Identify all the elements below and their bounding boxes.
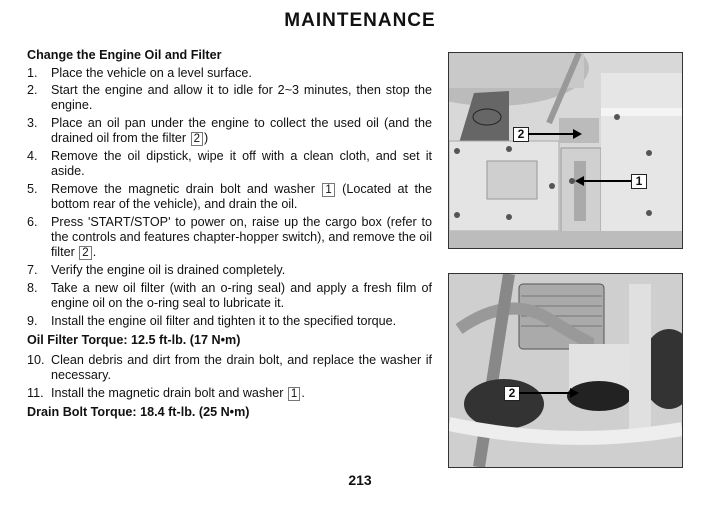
step-text: Install the engine oil filter and tighte…: [51, 314, 432, 329]
step-number: 5.: [27, 182, 38, 196]
step-text: Verify the engine oil is drained complet…: [51, 263, 432, 278]
figure-drain-bolt-location: 2 1: [448, 52, 683, 249]
step-text: Press 'START/STOP' to power on, raise up…: [51, 215, 432, 260]
step-item: 7. Verify the engine oil is drained compl…: [27, 263, 432, 278]
page-title: MAINTENANCE: [284, 10, 436, 31]
step-text-before: Clean debris and dirt from the drain bol…: [51, 353, 432, 382]
step-item: 4. Remove the oil dipstick, wipe it off w…: [27, 149, 432, 179]
callout-reference: 2: [190, 132, 203, 146]
step-text: Place the vehicle on a level surface.: [51, 66, 432, 81]
oil-filter-torque: Oil Filter Torque: 12.5 ft-lb. (17 N•m): [27, 333, 241, 347]
step-text-before: Press 'START/STOP' to power on, raise up…: [51, 215, 432, 259]
step-number: 3.: [27, 116, 38, 130]
callout-reference: 1: [287, 387, 301, 401]
section-heading: Change the Engine Oil and Filter: [27, 48, 222, 62]
step-number: 4.: [27, 149, 38, 163]
step-text-before: Remove the magnetic drain bolt and washe…: [51, 182, 322, 196]
step-item: 1. Place the vehicle on a level surface.: [27, 66, 432, 81]
drain-bolt-torque: Drain Bolt Torque: 18.4 ft-lb. (25 N•m): [27, 405, 250, 419]
step-item: 8. Take a new oil filter (with an o-ring …: [27, 281, 432, 311]
step-item: 10. Clean debris and dirt from the drain …: [27, 353, 432, 383]
step-text: Remove the oil dipstick, wipe it off wit…: [51, 149, 432, 179]
step-text-after: ): [204, 131, 209, 145]
step-text: Take a new oil filter (with an o-ring se…: [51, 281, 432, 311]
instructions-column: Change the Engine Oil and Filter 1. Place…: [27, 48, 432, 425]
step-item: 9. Install the engine oil filter and tigh…: [27, 314, 432, 329]
callout-2: 2: [504, 386, 520, 401]
step-text-before: Take a new oil filter (with an o-ring se…: [51, 281, 432, 310]
step-number: 10.: [27, 353, 45, 367]
step-text: Place an oil pan under the engine to col…: [51, 116, 432, 146]
step-text-before: Verify the engine oil is drained complet…: [51, 263, 286, 277]
step-text-before: Place the vehicle on a level surface.: [51, 66, 252, 80]
step-text-after: .: [301, 386, 305, 400]
undercarriage-illustration: [449, 53, 682, 248]
step-item: 5. Remove the magnetic drain bolt and was…: [27, 182, 432, 212]
step-text: Start the engine and allow it to idle fo…: [51, 83, 432, 113]
step-number: 8.: [27, 281, 38, 295]
step-text-after: (Located at the bottom rear of the vehic…: [51, 182, 432, 211]
step-item: 3. Place an oil pan under the engine to c…: [27, 116, 432, 146]
step-text-before: Install the engine oil filter and tighte…: [51, 314, 397, 328]
arrow-right-icon: [528, 129, 582, 139]
step-number: 1.: [27, 66, 38, 80]
page-number: 213: [348, 472, 372, 488]
step-number: 7.: [27, 263, 38, 277]
engine-illustration: [449, 274, 682, 467]
step-number: 11.: [27, 386, 44, 400]
step-text: Install the magnetic drain bolt and wash…: [51, 386, 432, 401]
step-number: 2.: [27, 83, 38, 97]
step-text: Clean debris and dirt from the drain bol…: [51, 353, 432, 383]
step-item: 6. Press 'START/STOP' to power on, raise …: [27, 215, 432, 260]
callout-reference: 2: [79, 246, 92, 260]
step-item: 11. Install the magnetic drain bolt and w…: [27, 386, 432, 401]
callout-2: 2: [513, 127, 529, 142]
step-text-before: Start the engine and allow it to idle fo…: [51, 83, 432, 112]
callout-1: 1: [631, 174, 647, 189]
step-text-before: Place an oil pan under the engine to col…: [51, 116, 432, 145]
callout-reference: 1: [322, 183, 335, 197]
step-text: Remove the magnetic drain bolt and washe…: [51, 182, 432, 212]
step-number: 9.: [27, 314, 38, 328]
step-text-before: Install the magnetic drain bolt and wash…: [51, 386, 287, 400]
step-number: 6.: [27, 215, 38, 229]
step-item: 2. Start the engine and allow it to idle …: [27, 83, 432, 113]
step-text-before: Remove the oil dipstick, wipe it off wit…: [51, 149, 432, 178]
arrow-left-icon: [575, 176, 631, 186]
step-text-after: .: [92, 245, 97, 259]
figure-oil-filter-location: 2: [448, 273, 683, 468]
arrow-right-icon: [519, 388, 579, 398]
